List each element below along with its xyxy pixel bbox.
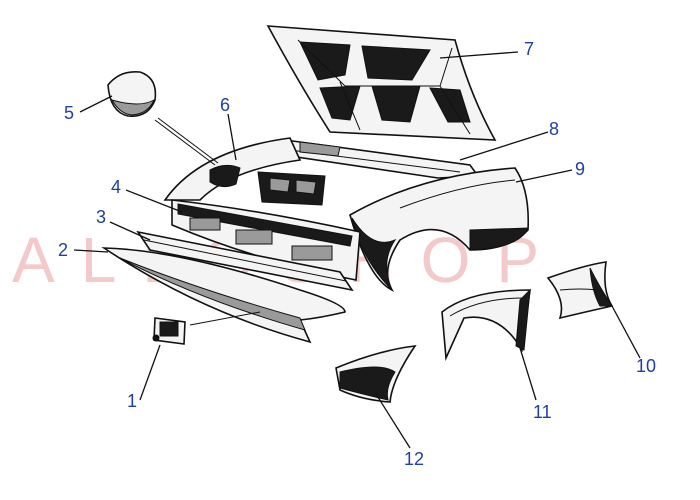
part-4-rear-panel[interactable] <box>171 199 361 281</box>
callout-8[interactable]: 8 <box>549 119 560 139</box>
leader-11 <box>519 347 537 401</box>
callout-3[interactable]: 3 <box>96 207 107 227</box>
part-12-inner-arch[interactable] <box>335 345 417 403</box>
part-11-wheel-arch[interactable] <box>441 288 531 362</box>
callout-5[interactable]: 5 <box>64 103 75 123</box>
leader-3 <box>109 221 151 241</box>
leader-7 <box>439 51 519 59</box>
leader-10 <box>611 305 641 359</box>
leader-9 <box>515 169 573 183</box>
part-9-rear-wing[interactable] <box>349 167 530 292</box>
part-2-lower-apron[interactable] <box>101 247 346 344</box>
callout-7[interactable]: 7 <box>524 39 535 59</box>
leader-5 <box>79 95 113 113</box>
callout-4[interactable]: 4 <box>111 177 122 197</box>
leader-1 <box>139 344 161 401</box>
callout-9[interactable]: 9 <box>575 159 586 179</box>
part-1-plate-lamp[interactable] <box>152 317 186 345</box>
callout-12[interactable]: 12 <box>404 449 425 469</box>
leader-2 <box>73 249 109 253</box>
part-8-rear-deck[interactable] <box>283 139 480 179</box>
callout-6[interactable]: 6 <box>220 95 231 115</box>
leader-lines <box>73 51 641 449</box>
part-5-tail-lamp[interactable] <box>107 70 219 166</box>
leader-8 <box>459 131 549 161</box>
leader-12 <box>375 393 411 449</box>
part-6-rear-inner-frame[interactable] <box>163 137 326 206</box>
callout-2[interactable]: 2 <box>58 240 69 260</box>
leader-6 <box>227 113 237 161</box>
callout-1[interactable]: 1 <box>127 391 138 411</box>
leader-4 <box>125 189 183 213</box>
callout-10[interactable]: 10 <box>636 356 657 376</box>
part-3-valance-strip[interactable] <box>136 230 354 292</box>
part-7-boot-lid[interactable] <box>266 25 497 141</box>
part-10-corner-panel[interactable] <box>546 261 614 320</box>
callout-11[interactable]: 11 <box>533 402 552 422</box>
